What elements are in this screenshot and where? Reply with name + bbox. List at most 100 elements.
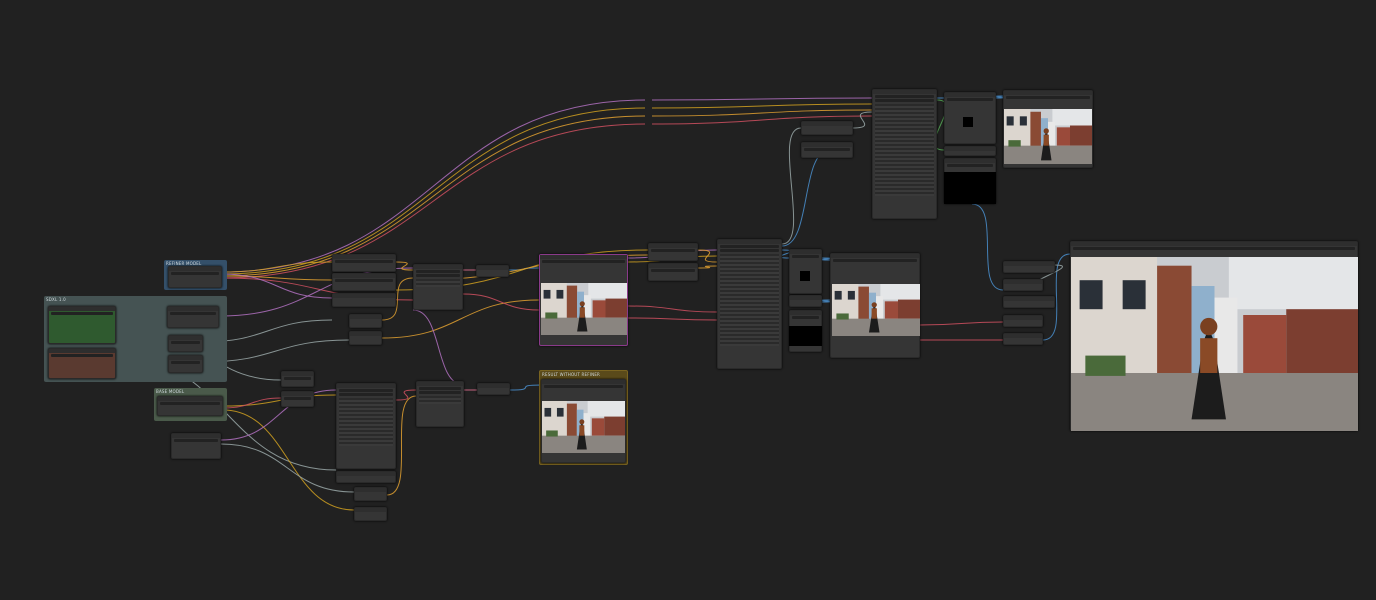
- node-header[interactable]: [158, 397, 222, 401]
- node-header[interactable]: [831, 254, 919, 258]
- widget[interactable]: [542, 260, 625, 263]
- node-header[interactable]: [350, 332, 381, 336]
- node[interactable]: [1003, 261, 1055, 273]
- primitive-node[interactable]: [349, 314, 382, 328]
- vae-decode[interactable]: [477, 383, 510, 395]
- node-header[interactable]: [945, 93, 995, 97]
- node-header[interactable]: [414, 265, 462, 269]
- negative-prompt-node[interactable]: [48, 348, 116, 379]
- widget-list[interactable]: [875, 104, 934, 196]
- node-header[interactable]: [169, 267, 221, 271]
- node-header[interactable]: [168, 307, 218, 311]
- clip-text-encode[interactable]: [168, 335, 203, 352]
- node-header[interactable]: [333, 274, 395, 278]
- refiner-checkpoint-loader[interactable]: [168, 266, 222, 288]
- node-header[interactable]: [337, 472, 395, 476]
- node[interactable]: [648, 243, 698, 261]
- node-header[interactable]: [478, 384, 509, 388]
- widget[interactable]: [171, 272, 219, 275]
- widget[interactable]: [720, 245, 779, 248]
- clip-text-encode[interactable]: [168, 355, 203, 373]
- node-header[interactable]: [49, 349, 115, 353]
- widget[interactable]: [170, 312, 216, 315]
- widget[interactable]: [947, 98, 993, 101]
- conditioning-node[interactable]: [336, 471, 396, 483]
- node-header[interactable]: [802, 143, 852, 147]
- conditioning-node[interactable]: [332, 254, 396, 272]
- node[interactable]: [789, 295, 822, 307]
- node-header[interactable]: [790, 296, 821, 300]
- node-header[interactable]: [718, 240, 781, 244]
- widget[interactable]: [947, 164, 993, 167]
- base-ksampler[interactable]: [336, 383, 396, 469]
- node-header[interactable]: [540, 255, 627, 259]
- node-header[interactable]: [355, 508, 386, 512]
- widget[interactable]: [544, 385, 623, 388]
- widget[interactable]: [1006, 96, 1090, 99]
- widget[interactable]: [419, 391, 461, 394]
- widget[interactable]: [416, 274, 460, 277]
- node-header[interactable]: [1004, 297, 1054, 301]
- widget[interactable]: [171, 341, 200, 344]
- node-header[interactable]: [649, 244, 697, 248]
- primitive-node[interactable]: [281, 371, 314, 387]
- widget[interactable]: [416, 270, 460, 273]
- widget[interactable]: [171, 361, 200, 364]
- widget[interactable]: [339, 393, 393, 396]
- vae-decode[interactable]: [476, 265, 509, 277]
- node-header[interactable]: [49, 307, 115, 311]
- node-header[interactable]: [945, 147, 995, 151]
- primitive-node[interactable]: [354, 507, 387, 521]
- upscale-ksampler[interactable]: [717, 239, 782, 369]
- node-header[interactable]: [802, 122, 852, 126]
- node-header[interactable]: [1004, 262, 1054, 266]
- node-header[interactable]: [337, 384, 395, 388]
- node-header[interactable]: [169, 336, 202, 340]
- node[interactable]: [1003, 296, 1055, 308]
- conditioning-node[interactable]: [332, 293, 396, 307]
- node-header[interactable]: [477, 266, 508, 270]
- primitive-node[interactable]: [281, 391, 314, 407]
- widget[interactable]: [792, 255, 819, 258]
- node-header[interactable]: [1004, 316, 1042, 320]
- widget[interactable]: [720, 249, 779, 252]
- widget-list[interactable]: [720, 254, 779, 346]
- widget[interactable]: [804, 148, 850, 151]
- widget-list[interactable]: [419, 396, 461, 404]
- conditioning-node[interactable]: [332, 273, 396, 291]
- widget[interactable]: [339, 389, 393, 392]
- node[interactable]: [801, 121, 853, 135]
- node[interactable]: [944, 146, 996, 156]
- node-header[interactable]: [333, 294, 395, 298]
- node[interactable]: [1003, 315, 1043, 327]
- node-header[interactable]: [1004, 280, 1042, 284]
- clip-text-encode[interactable]: [167, 306, 219, 328]
- widget[interactable]: [875, 99, 934, 102]
- node[interactable]: [1003, 279, 1043, 291]
- widget[interactable]: [875, 95, 934, 98]
- node-header[interactable]: [282, 392, 313, 396]
- widget-list[interactable]: [339, 398, 393, 446]
- widget[interactable]: [335, 260, 393, 263]
- node-header[interactable]: [333, 255, 395, 259]
- node-header[interactable]: [1004, 334, 1042, 338]
- refiner-ksampler[interactable]: [413, 264, 463, 310]
- node-header[interactable]: [1004, 91, 1092, 95]
- widget[interactable]: [833, 259, 917, 262]
- node-header[interactable]: [172, 434, 220, 438]
- detail-ksampler[interactable]: [872, 89, 937, 219]
- node-header[interactable]: [350, 315, 381, 319]
- widget[interactable]: [1073, 247, 1355, 250]
- widget[interactable]: [419, 387, 461, 390]
- node-header[interactable]: [282, 372, 313, 376]
- node-header[interactable]: [169, 356, 202, 360]
- node-header[interactable]: [542, 380, 625, 384]
- widget[interactable]: [651, 249, 695, 252]
- node-header[interactable]: [417, 382, 463, 386]
- node-header[interactable]: [649, 264, 697, 268]
- positive-prompt-node[interactable]: [48, 306, 116, 344]
- widget[interactable]: [51, 354, 113, 357]
- widget[interactable]: [651, 269, 695, 272]
- widget[interactable]: [335, 279, 393, 282]
